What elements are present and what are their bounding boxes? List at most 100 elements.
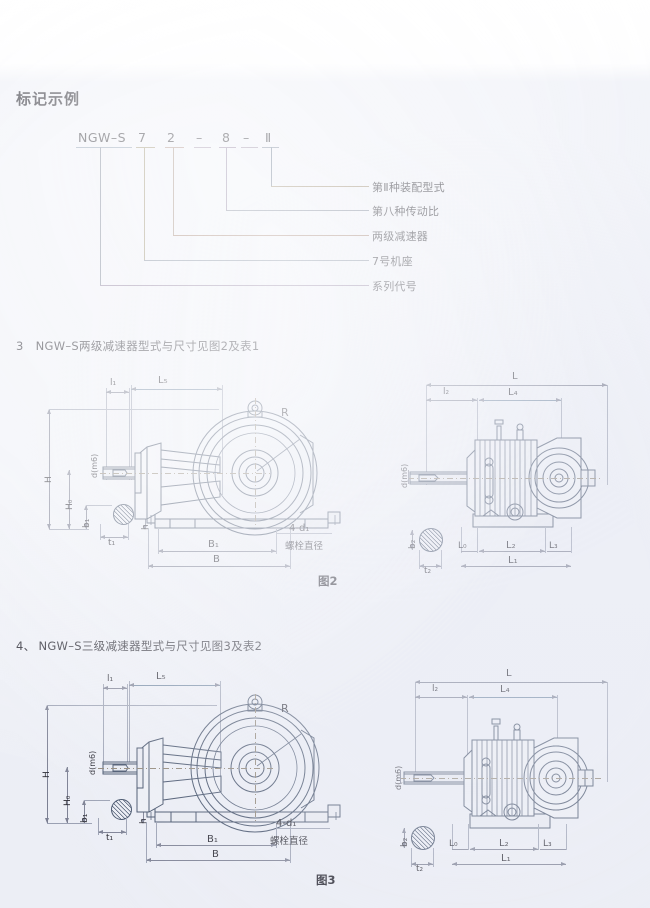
ext-f3-L3-right	[566, 824, 567, 850]
arrow-H0-bottom	[66, 524, 71, 529]
code-dash-2: –	[243, 130, 250, 145]
dim-H0-line	[69, 470, 70, 529]
arrow-B-right	[285, 563, 290, 568]
keyway-section-detail	[113, 504, 134, 525]
ext-t1-right	[128, 524, 129, 540]
bolt-note-code: 4-d₁	[289, 523, 310, 534]
keyway-section-detail-side	[419, 528, 443, 552]
reducer-side-drawing	[409, 419, 596, 528]
dim-f3-t1-line	[98, 832, 126, 833]
dim-b2-line	[412, 530, 413, 550]
arrow-t1-right	[123, 534, 128, 539]
dim-label-f3-L1: L₁	[501, 853, 511, 864]
dim-l1-line	[106, 392, 129, 393]
ext-f3-l1-right	[127, 684, 128, 772]
dim-label-L3: L₃	[549, 541, 558, 551]
dim-L0-line	[461, 551, 477, 552]
ext-f3-L-left	[415, 682, 416, 782]
section-heading-4: 4、NGW–S三级减速器型式与尺寸见图3及表2	[16, 638, 262, 654]
ext-t1-left	[100, 524, 101, 540]
code-part-ratio: 8	[222, 130, 231, 145]
ext-b1-top	[86, 505, 112, 506]
arrow-t2-right	[436, 563, 441, 568]
dim-L-line	[426, 385, 607, 386]
arrow-l1-right	[124, 389, 129, 394]
dim-label-f3-L5: L₅	[156, 671, 166, 682]
keyway-section-detail-f3	[111, 799, 132, 820]
dim-label-B: B	[213, 554, 220, 565]
ext-B-right	[290, 528, 291, 569]
dim-label-L4: L₄	[508, 387, 518, 398]
code-underline-mount	[262, 147, 279, 148]
leader-v-frame	[144, 147, 145, 260]
arrow-B-left	[148, 563, 153, 568]
dim-label-f3-L: L	[506, 668, 512, 679]
arrow-b2-top	[409, 530, 414, 535]
reducer-side-drawing-f3	[403, 718, 594, 829]
section-3-text: NGW–S两级减速器型式与尺寸见图2及表1	[35, 339, 260, 353]
bolt-note-code-f3: 4-d₁	[276, 818, 297, 829]
code-part-frame: 7	[138, 130, 147, 145]
dim-f3-b2-line	[404, 828, 405, 848]
reducer-front-drawing	[102, 400, 341, 536]
ext-f3-t2-right	[433, 848, 434, 867]
dim-H-line	[49, 409, 50, 529]
arrow-L4-right	[556, 397, 561, 402]
reducer-front-drawing-f3	[102, 694, 341, 833]
centerline-vertical-f3	[255, 694, 256, 822]
arrow-b2-bottom	[409, 545, 414, 550]
dim-f3-L1-line	[452, 864, 566, 865]
arrow-f3-L5-left	[129, 682, 134, 687]
dim-label-L5: L₅	[158, 375, 168, 386]
bolt-note-text-f3: 螺栓直径	[270, 836, 309, 847]
code-part-mount: Ⅱ	[265, 130, 272, 145]
arrow-f3-L-right	[602, 679, 607, 684]
callout-label-mount: 第Ⅱ种装配型式	[372, 181, 445, 194]
bolt-note-leader-f3	[276, 828, 330, 829]
dim-L2-line	[479, 551, 545, 552]
arrow-l2-left	[426, 397, 431, 402]
centerline-horizontal-f3	[98, 768, 273, 769]
ext-f3-t2-left	[411, 848, 412, 867]
figure-2-caption: 图2	[318, 574, 338, 588]
ext-f3-L0-right	[468, 824, 469, 850]
arrow-f3-L4-left	[469, 694, 474, 699]
arrow-f3-l2-left	[415, 694, 420, 699]
arrow-t1-left	[100, 534, 105, 539]
dim-label-f3-H: H	[42, 771, 52, 778]
dim-B-line	[148, 566, 290, 567]
ext-f3-l2-right	[467, 695, 468, 795]
ext-f3-L5-left	[129, 681, 130, 773]
dim-f3-h-line	[143, 810, 144, 823]
code-underline-stages	[165, 147, 184, 148]
dim-label-f3-L3: L₃	[543, 839, 552, 849]
ext-L-left	[426, 385, 427, 485]
arrow-f3-B-left	[146, 857, 151, 862]
dim-f3-d-m6-line	[400, 770, 401, 784]
code-dash-1: –	[196, 130, 203, 145]
dim-h-line	[145, 515, 146, 529]
dim-label-b1: b₁	[82, 518, 92, 528]
ext-L5-left	[131, 385, 132, 480]
ext-f3-l1-left	[103, 684, 104, 772]
arrow-f3-L-left	[415, 679, 420, 684]
dim-label-f3-b1: b₁	[80, 813, 90, 823]
arrow-b1-bottom	[83, 524, 88, 529]
ext-f3-L5-right	[220, 681, 221, 789]
dim-label-H: H	[44, 476, 54, 483]
dim-label-L2: L₂	[506, 540, 516, 551]
dim-d-m6-line	[408, 470, 409, 484]
arrow-b1-top	[83, 505, 88, 510]
arrow-f3-L2-right	[533, 846, 538, 851]
ext-l1-left	[106, 388, 107, 480]
ext-L-right	[607, 385, 608, 485]
ext-B-left	[148, 528, 149, 569]
arrow-f3-l1-left	[103, 685, 108, 690]
code-underline-frame	[136, 147, 155, 148]
code-part-stages: 2	[167, 130, 176, 145]
dim-label-f3-d-m6-side: d(m6)	[394, 765, 403, 790]
dim-label-f3-R: R	[281, 702, 289, 715]
bolt-note-leader	[276, 533, 332, 534]
ext-L5-right	[222, 385, 223, 495]
ext-f3-B1-right	[276, 822, 277, 848]
